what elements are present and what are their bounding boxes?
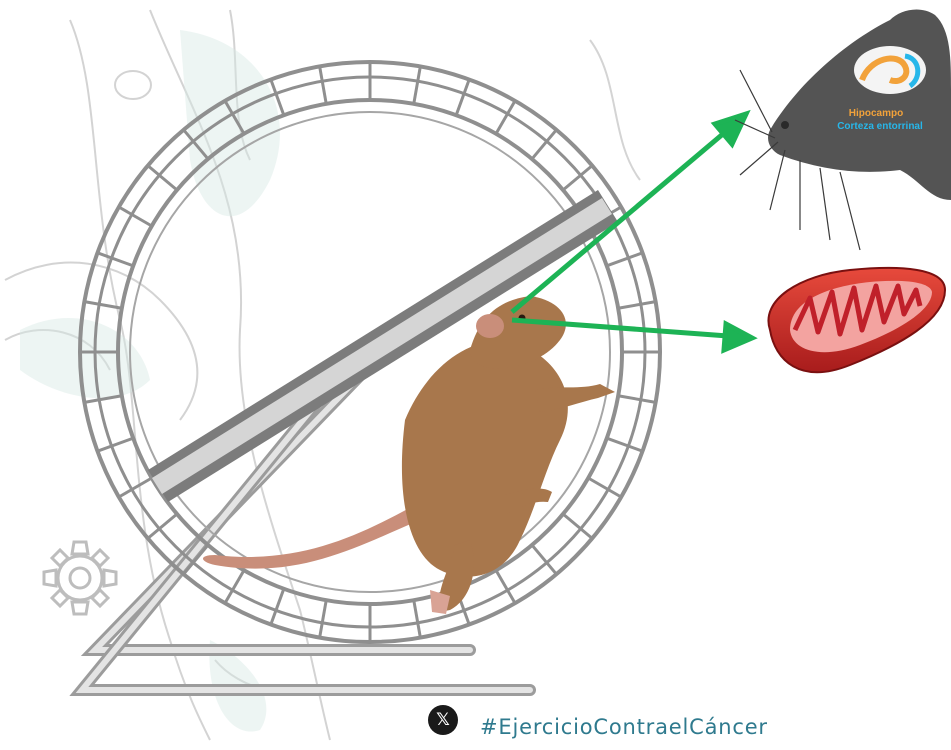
- brain-icon: [854, 46, 926, 94]
- x-logo-icon[interactable]: 𝕏: [428, 705, 458, 735]
- hashtag-text: #EjercicioContraelCáncer: [480, 715, 768, 739]
- wheel-rung: [618, 302, 655, 309]
- mouse-body: [402, 341, 568, 577]
- wheel-rung: [320, 66, 327, 103]
- wheel-rung: [607, 253, 643, 266]
- wheel-rung: [607, 438, 643, 451]
- wheel-rung: [97, 438, 133, 451]
- wheel-rung: [414, 600, 421, 637]
- footer: 𝕏 #EjercicioContraelCáncer: [428, 703, 768, 737]
- wheel-rung: [618, 396, 655, 403]
- hippocampus-label: Hipocampo: [846, 108, 906, 119]
- wheel-rung: [456, 79, 469, 115]
- wheel-rung: [271, 589, 284, 625]
- entorhinal-cortex-label: Corteza entorrinal: [828, 121, 932, 132]
- mitochondrion-icon: [768, 268, 945, 372]
- arrow-to-brain: [512, 128, 730, 312]
- arrow-to-mitochondria-head: [724, 324, 752, 350]
- wheel-rung: [97, 253, 133, 266]
- wheel-rung: [320, 600, 327, 637]
- mouse-ear: [476, 314, 504, 338]
- gear-icon: [44, 542, 116, 614]
- wheel-rung: [414, 66, 421, 103]
- mouse-tail: [203, 505, 420, 569]
